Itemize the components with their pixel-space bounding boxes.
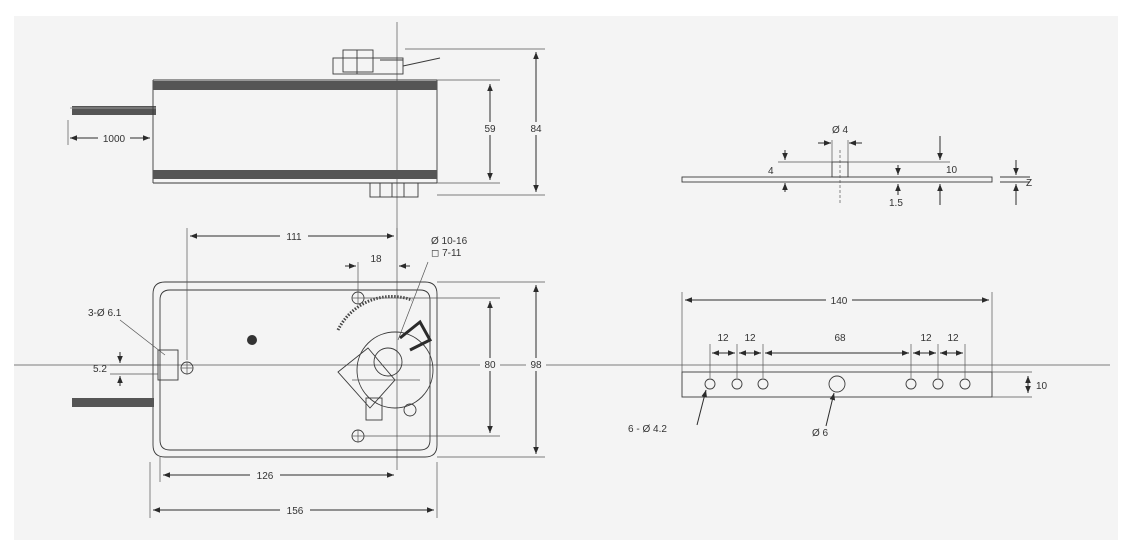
dim-width-156: 156 — [287, 506, 304, 517]
top-band — [153, 81, 437, 90]
dim-width-126: 126 — [257, 471, 274, 482]
bracket-center: 68 — [834, 333, 846, 344]
bracket-pin-dia: Ø 4 — [832, 125, 849, 136]
bracket-height-10: 10 — [946, 165, 958, 176]
drawing-paper — [14, 16, 1118, 540]
bracket-hole-4 — [905, 378, 917, 390]
indicator-dot — [247, 335, 257, 345]
shaft-round-label: Ø 10-16 — [431, 236, 468, 247]
dim-inner-height: 59 — [484, 124, 496, 135]
dim-outer-height: 84 — [530, 124, 542, 135]
cable-top — [72, 106, 156, 115]
bracket-height-4: 4 — [768, 166, 774, 177]
dim-width-18: 18 — [370, 254, 382, 265]
bracket-width: 10 — [1036, 381, 1048, 392]
dim-height-80: 80 — [484, 360, 496, 371]
actuator-top-view: 1000 59 84 — [67, 48, 546, 198]
bracket-hole-1 — [704, 378, 716, 390]
actuator-plan-view: 111 18 Ø 10-16 ◻ 7-11 3-Ø 6.1 5.2 80 98 — [72, 228, 546, 518]
bracket-pitch-4: 12 — [947, 333, 959, 344]
bracket-thickness: 1.5 — [889, 198, 903, 209]
bracket-z: Z — [1026, 178, 1032, 189]
bracket-holes: 6 - Ø 4.2 — [628, 424, 667, 435]
bracket-hole-2 — [731, 378, 743, 390]
bottom-band — [153, 170, 437, 179]
bracket-center-hole: Ø 6 — [812, 428, 829, 439]
dim-height-98: 98 — [530, 360, 542, 371]
bracket-side-view: Ø 4 4 10 1.5 Z — [681, 125, 1032, 209]
dim-width-111: 111 — [286, 232, 302, 243]
cable-plan — [72, 398, 154, 407]
holes-label: 3-Ø 6.1 — [88, 308, 122, 319]
bracket-pitch-2: 12 — [744, 333, 756, 344]
bracket-plan-view: 140 12 12 68 12 12 6 - Ø 4.2 Ø 6 10 — [628, 292, 1048, 439]
bracket-length: 140 — [831, 296, 848, 307]
shaft-square-label: ◻ 7-11 — [431, 248, 462, 259]
bracket-hole-6 — [959, 378, 971, 390]
dim-cable-length: 1000 — [103, 134, 126, 145]
bracket-hole-3 — [757, 378, 769, 390]
dim-offset: 5.2 — [93, 364, 107, 375]
bracket-hole-center — [828, 375, 846, 393]
bracket-hole-5 — [932, 378, 944, 390]
bracket-pitch-1: 12 — [717, 333, 729, 344]
bracket-pitch-3: 12 — [920, 333, 932, 344]
